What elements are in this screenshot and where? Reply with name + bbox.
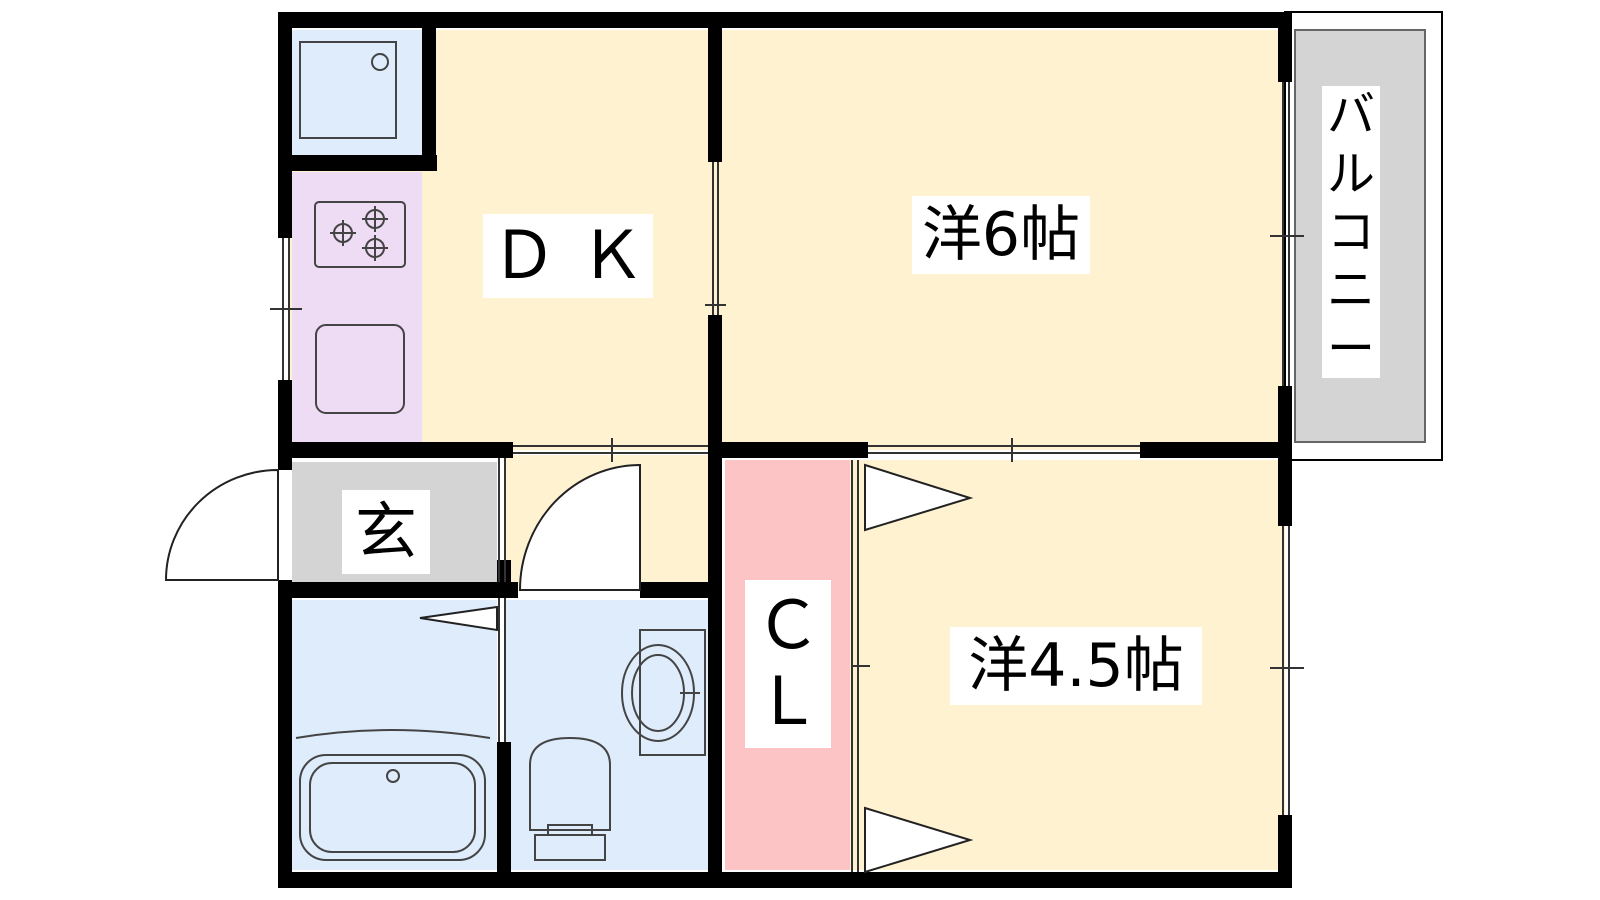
- closet-label-bottom: Ｌ: [755, 663, 821, 740]
- western-6-label: 洋6帖: [912, 196, 1090, 274]
- dk-label: ＤＫ: [483, 214, 653, 298]
- kitchen-counter: [292, 172, 422, 442]
- balcony-char: ル: [1326, 145, 1375, 202]
- balcony-char: ー: [1326, 320, 1375, 377]
- bathtub-icon: [295, 729, 491, 861]
- walls: [278, 12, 1292, 888]
- balcony-char: ニ: [1326, 262, 1375, 319]
- doors: [164, 463, 974, 874]
- stove-icon: [314, 201, 406, 268]
- refrigerator-space: [292, 30, 422, 155]
- balcony-char: バ: [1326, 87, 1375, 144]
- sink-icon: [315, 324, 405, 414]
- balcony-label: バ ル コ ニ ー: [1322, 86, 1380, 378]
- window-lines: [270, 82, 1304, 872]
- closet-label-top: Ｃ: [755, 587, 821, 665]
- refrigerator-icon: [299, 41, 397, 139]
- balcony-char: コ: [1326, 203, 1375, 260]
- western-4-5-label: 洋4.5帖: [950, 627, 1202, 705]
- entrance-label: 玄: [342, 490, 430, 574]
- toilet-icon: [529, 736, 611, 861]
- closet-label: Ｃ Ｌ: [745, 580, 831, 748]
- wash-basin-icon: [621, 629, 706, 756]
